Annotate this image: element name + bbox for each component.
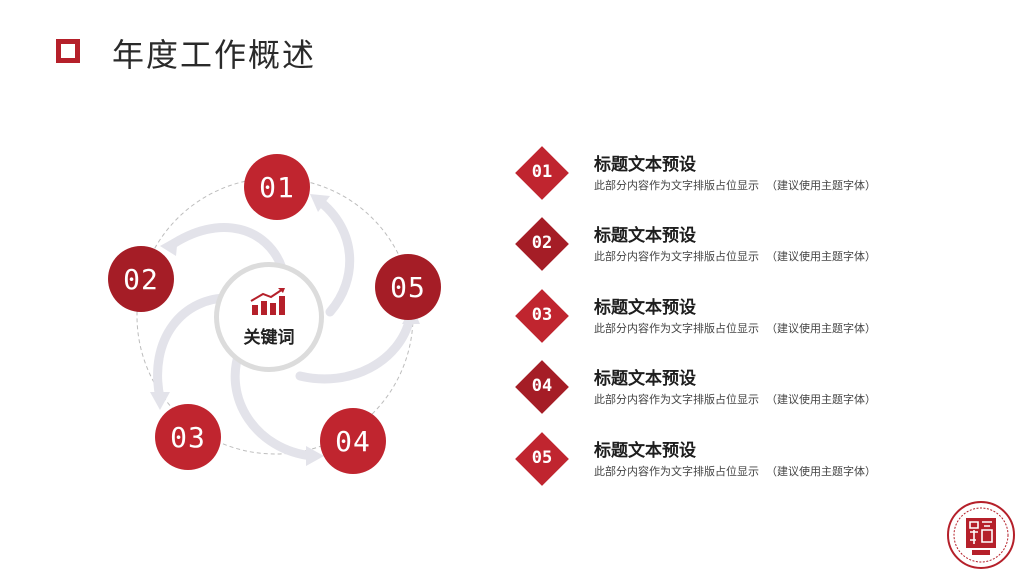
- diamond-number: 03: [531, 305, 553, 325]
- item-title: 标题文本预设: [594, 155, 696, 175]
- arrowhead-04: [306, 446, 324, 466]
- arrow-01-02: [165, 222, 287, 273]
- item-description: 此部分内容作为文字排版占位显示 （建议使用主题字体）: [594, 179, 876, 192]
- diamond-number: 05: [531, 448, 553, 468]
- cycle-node-03: 03: [155, 404, 221, 470]
- cycle-node-01: 01: [244, 154, 310, 220]
- item-description: 此部分内容作为文字排版占位显示 （建议使用主题字体）: [594, 322, 876, 335]
- diamond-number: 01: [531, 162, 553, 182]
- item-description: 此部分内容作为文字排版占位显示 （建议使用主题字体）: [594, 465, 876, 478]
- arrow-03-04: [230, 345, 317, 461]
- center-keyword-label: 关键词: [243, 327, 295, 348]
- diamond-number: 04: [531, 376, 553, 396]
- cycle-node-05: 05: [375, 254, 441, 320]
- arrow-02-03: [153, 293, 237, 403]
- diamond-number: 02: [531, 233, 553, 253]
- item-title: 标题文本预设: [594, 226, 696, 246]
- item-title: 标题文本预设: [594, 298, 696, 318]
- item-title: 标题文本预设: [594, 441, 696, 461]
- arrow-04-05: [295, 313, 415, 384]
- page-title: 年度工作概述: [112, 36, 317, 74]
- cycle-node-02: 02: [108, 246, 174, 312]
- item-description: 此部分内容作为文字排版占位显示 （建议使用主题字体）: [594, 393, 876, 406]
- arrowhead-01: [310, 194, 330, 212]
- arrowhead-03: [150, 392, 170, 410]
- bar-chart-growth-icon: [250, 287, 285, 315]
- item-title: 标题文本预设: [594, 369, 696, 389]
- cycle-node-04: 04: [320, 408, 386, 474]
- center-keyword-circle: 关键词: [214, 262, 324, 372]
- university-seal-logo: [947, 501, 1015, 569]
- item-description: 此部分内容作为文字排版占位显示 （建议使用主题字体）: [594, 250, 876, 263]
- arrowhead-02: [160, 236, 178, 256]
- title-square-icon: [56, 39, 80, 63]
- arrow-05-01: [313, 195, 355, 317]
- cycle-arrows: [136, 177, 420, 466]
